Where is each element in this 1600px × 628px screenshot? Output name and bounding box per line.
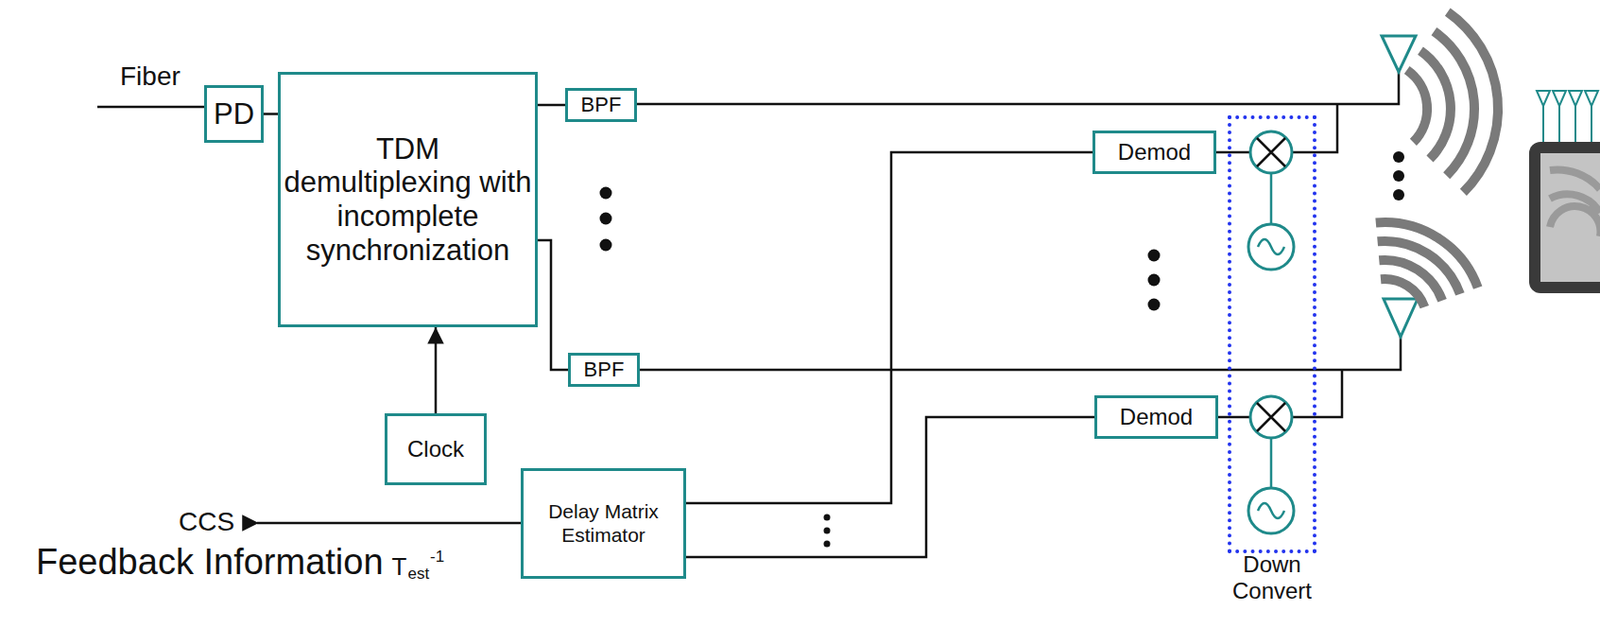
radio-wave [1407,69,1428,142]
node-label: Delay Matrix Estimator [523,499,684,546]
node-label: TDM demultiplexing with incomplete synch… [280,132,535,268]
mixer-symbol [1250,395,1292,438]
superscript-label: -1 [430,548,445,567]
radio-wave [1447,12,1498,193]
filter-box: BPF [565,87,637,122]
ellipsis-dot [1148,298,1161,311]
radio-wave [1376,222,1479,288]
oscillator-symbol [1248,223,1294,270]
node-label: Down Convert [1212,550,1332,603]
screen-graphic [1549,169,1600,237]
feedback-arrow [257,521,521,525]
sine-wave [1257,239,1285,255]
signal-wire [537,240,568,370]
antenna-symbol [1568,90,1583,106]
filter-box: BPF [567,352,640,387]
ellipsis-dot [824,540,831,548]
node-label: Clock [407,435,465,463]
signal-wire [537,103,566,107]
sine-wave [1257,502,1285,518]
oscillator-symbol [1248,487,1294,534]
antenna-mast [1590,105,1593,142]
feedback-label: Feedback Information [35,542,384,583]
node-label: BPF [581,92,622,117]
ellipsis-dot [1148,274,1161,287]
rf-wire [639,336,1401,370]
mixer-symbol [1250,131,1292,173]
antenna-mast [1558,105,1561,142]
radio-wave [1433,31,1475,176]
lo-wire [1270,172,1274,224]
lo-wire [1270,437,1274,488]
clock-box: Clock [384,412,487,485]
rf-wire [636,71,1399,104]
rf-wire [1291,369,1342,417]
ellipsis-dot [600,239,613,252]
estimator-box: Delay Matrix Estimator [520,467,687,579]
ellipsis-dot [600,187,613,200]
ellipsis-dot [1393,189,1405,201]
node-label: Demod [1119,403,1193,431]
node-label: Demod [1118,138,1191,166]
downconvert-group: Down Convert [1227,115,1317,553]
subscript-label: est [407,565,430,584]
radio-wave [1380,278,1425,308]
antenna-symbol [1536,90,1550,106]
signal-wire [686,416,1095,557]
radio-wave [1378,259,1443,301]
ellipsis-dot [600,212,613,225]
ellipsis-dot [1393,170,1405,182]
detector-box: PD [204,85,264,143]
signal-wire [1218,415,1228,419]
node-label: PD [213,97,255,132]
antenna-mast [1542,105,1545,142]
ellipsis-dot [824,514,831,521]
tablet-screen [1540,153,1600,282]
fiber-line [97,105,205,109]
signal-wire [1216,151,1228,155]
symbol-label: T [392,552,408,581]
antenna-symbol [1381,35,1416,72]
demod-box: Demod [1092,130,1217,174]
signal-wire [263,112,278,116]
radio-wave [1420,51,1451,159]
mixer-cross [1256,137,1286,167]
mixer-cross [1256,402,1286,431]
demod-box: Demod [1094,395,1219,439]
signal-label: Fiber [120,62,181,92]
ellipsis-dot [1393,151,1405,163]
ellipsis-dot [824,527,831,534]
antenna-symbol [1584,90,1599,106]
ellipsis-dot [1148,249,1161,262]
destination-label: CCS [178,507,235,537]
antenna-symbol [1383,298,1418,337]
signal-wire [686,152,1093,503]
antenna-symbol [1552,90,1566,106]
signal-wire [434,326,438,413]
antenna-mast [1574,105,1577,142]
node-label: BPF [584,357,625,381]
demux-box: TDM demultiplexing with incomplete synch… [277,71,538,327]
